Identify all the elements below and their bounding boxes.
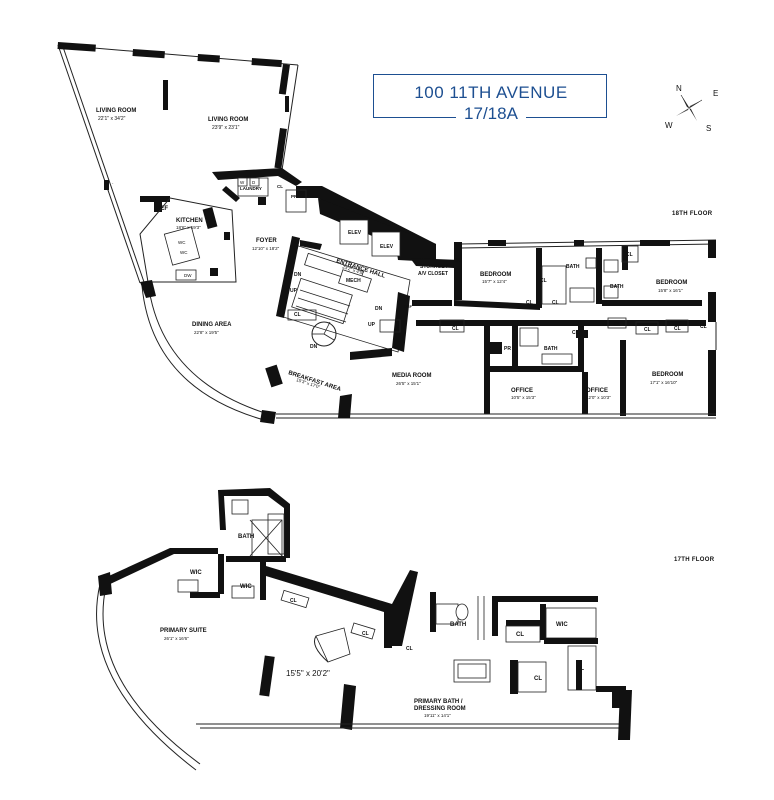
room-entrance-hall-dims: 23'2" x 4'5" [342,264,365,276]
room-office-2-dims: 12'0" x 10'3" [586,395,611,400]
closet-17-e: CL [534,676,542,682]
closet-laundry: CL [277,184,283,189]
room-wic-17-b: WIC [240,584,252,590]
center-dimension: 15'5" x 20'2" [286,669,330,678]
closet-media: CL [452,326,459,332]
closet-17-b: CL [362,631,369,637]
room-bath-17-b: BATH [450,622,466,628]
room-living-2-dims: 23'9" x 23'1" [212,125,240,131]
washer-label: W [240,180,245,185]
room-office-1-dims: 10'5" x 15'3" [511,395,536,400]
room-bath-17: BATH [238,534,254,540]
stair-dn-3: DN [310,344,318,350]
floor-17 [96,488,632,771]
room-media: MEDIA ROOM [392,373,431,379]
compass-e: E [713,89,718,98]
closet-ref-hall: REF [404,304,413,309]
address-title: 100 11TH AVENUE [414,83,568,102]
room-primary-bath-dims: 19'11" x 14'1" [424,713,451,718]
room-bath-2: BATH [610,284,624,290]
closet-bed-3b: CL [674,326,681,332]
room-primary-suite-dims: 26'1" x 16'6" [164,636,189,641]
closet-stair: CL [294,312,301,318]
room-foyer-dims: 12'10" x 18'2" [252,246,280,251]
labels-17: BATH WIC WIC PRIMARY SUITE 26'1" x 16'6"… [160,534,584,718]
compass-w: W [665,121,673,130]
closet-bath-3: CL [572,330,579,336]
room-bedroom-1: BEDROOM [480,272,511,278]
stair-dn-2: DN [375,306,383,312]
compass-n: N [676,84,682,93]
closet-bed-2: CL [626,252,633,258]
room-kitchen: KITCHEN [176,218,203,224]
room-storage-2: A/V CLOSET [418,271,448,277]
compass-s: S [706,124,711,133]
room-storage-1: STORAGE / [420,264,448,270]
closet-bed-1a: CL [540,278,547,284]
room-bath-3: BATH [544,346,558,352]
stair-dn-1: DN [294,272,302,278]
wc-label-1: WC [178,240,186,245]
room-living-1: LIVING ROOM [96,108,136,114]
ref-label: REF [156,206,168,212]
room-foyer: FOYER [256,238,277,244]
room-dining: DINING AREA [192,322,232,328]
closet-17-f: CL [576,666,584,672]
room-kitchen-dims: 18'6" x 19'3" [176,225,201,230]
room-office-2: OFFICE [586,388,608,394]
dw-label-1: DW [184,273,192,278]
powder-room-1: PR [291,194,298,199]
room-dining-dims: 22'8" x 19'5" [194,330,219,335]
room-wic-17-c: WIC [556,622,568,628]
closet-17-c: CL [406,646,413,652]
room-primary-bath-2: DRESSING ROOM [414,706,466,712]
room-laundry: LAUNDRY [240,186,262,191]
closet-bed-3a: CL [644,327,651,333]
room-bedroom-3: BEDROOM [652,372,683,378]
svg-text:·: · [112,181,114,187]
room-media-dims: 26'5" x 15'1" [396,381,421,386]
room-bedroom-1-dims: 15'7" x 12'4" [482,279,507,284]
mech-label: MECH [346,278,361,284]
room-living-1-dims: 22'1" x 34'2" [98,116,126,122]
room-bedroom-2-dims: 15'8" x 16'1" [658,288,683,293]
room-bath-1: BATH [566,264,580,270]
floor-18: · [57,42,717,424]
room-bedroom-2: BEDROOM [656,280,687,286]
elevator-2: ELEV [380,244,394,250]
closet-bed-1b: CL [526,300,533,306]
closet-storage: CL [454,258,461,264]
room-primary-bath-1: PRIMARY BATH / [414,699,463,705]
wc-hall: WC [378,351,385,356]
room-primary-suite: PRIMARY SUITE [160,628,207,634]
closet-17-d: CL [516,632,524,638]
stair-up-2: UP [368,322,376,328]
closet-office: CL [614,322,621,328]
title-box: 100 11TH AVENUE 17/18A [373,74,607,123]
unit-number: 17/18A [456,104,526,123]
room-wic-17-a: WIC [190,570,202,576]
stair-up-1: UP [290,288,298,294]
compass-icon: N E S W [665,84,718,133]
closet-bed-3c: CL [700,324,707,330]
dw-label-2: DW [210,272,218,277]
wc-label-2: WC [180,250,188,255]
dryer-label: D [252,180,256,185]
room-office-1: OFFICE [511,388,533,394]
floor-label-18: 18TH FLOOR [672,211,713,217]
floor-label-17: 17TH FLOOR [674,557,715,563]
elevator-1: ELEV [348,230,362,236]
closet-17-a: CL [290,598,297,604]
powder-room-2: PR [504,346,511,352]
closet-bed-1c: CL [552,300,559,306]
room-bedroom-3-dims: 17'1" x 16'10" [650,380,678,385]
room-living-2: LIVING ROOM [208,117,248,123]
